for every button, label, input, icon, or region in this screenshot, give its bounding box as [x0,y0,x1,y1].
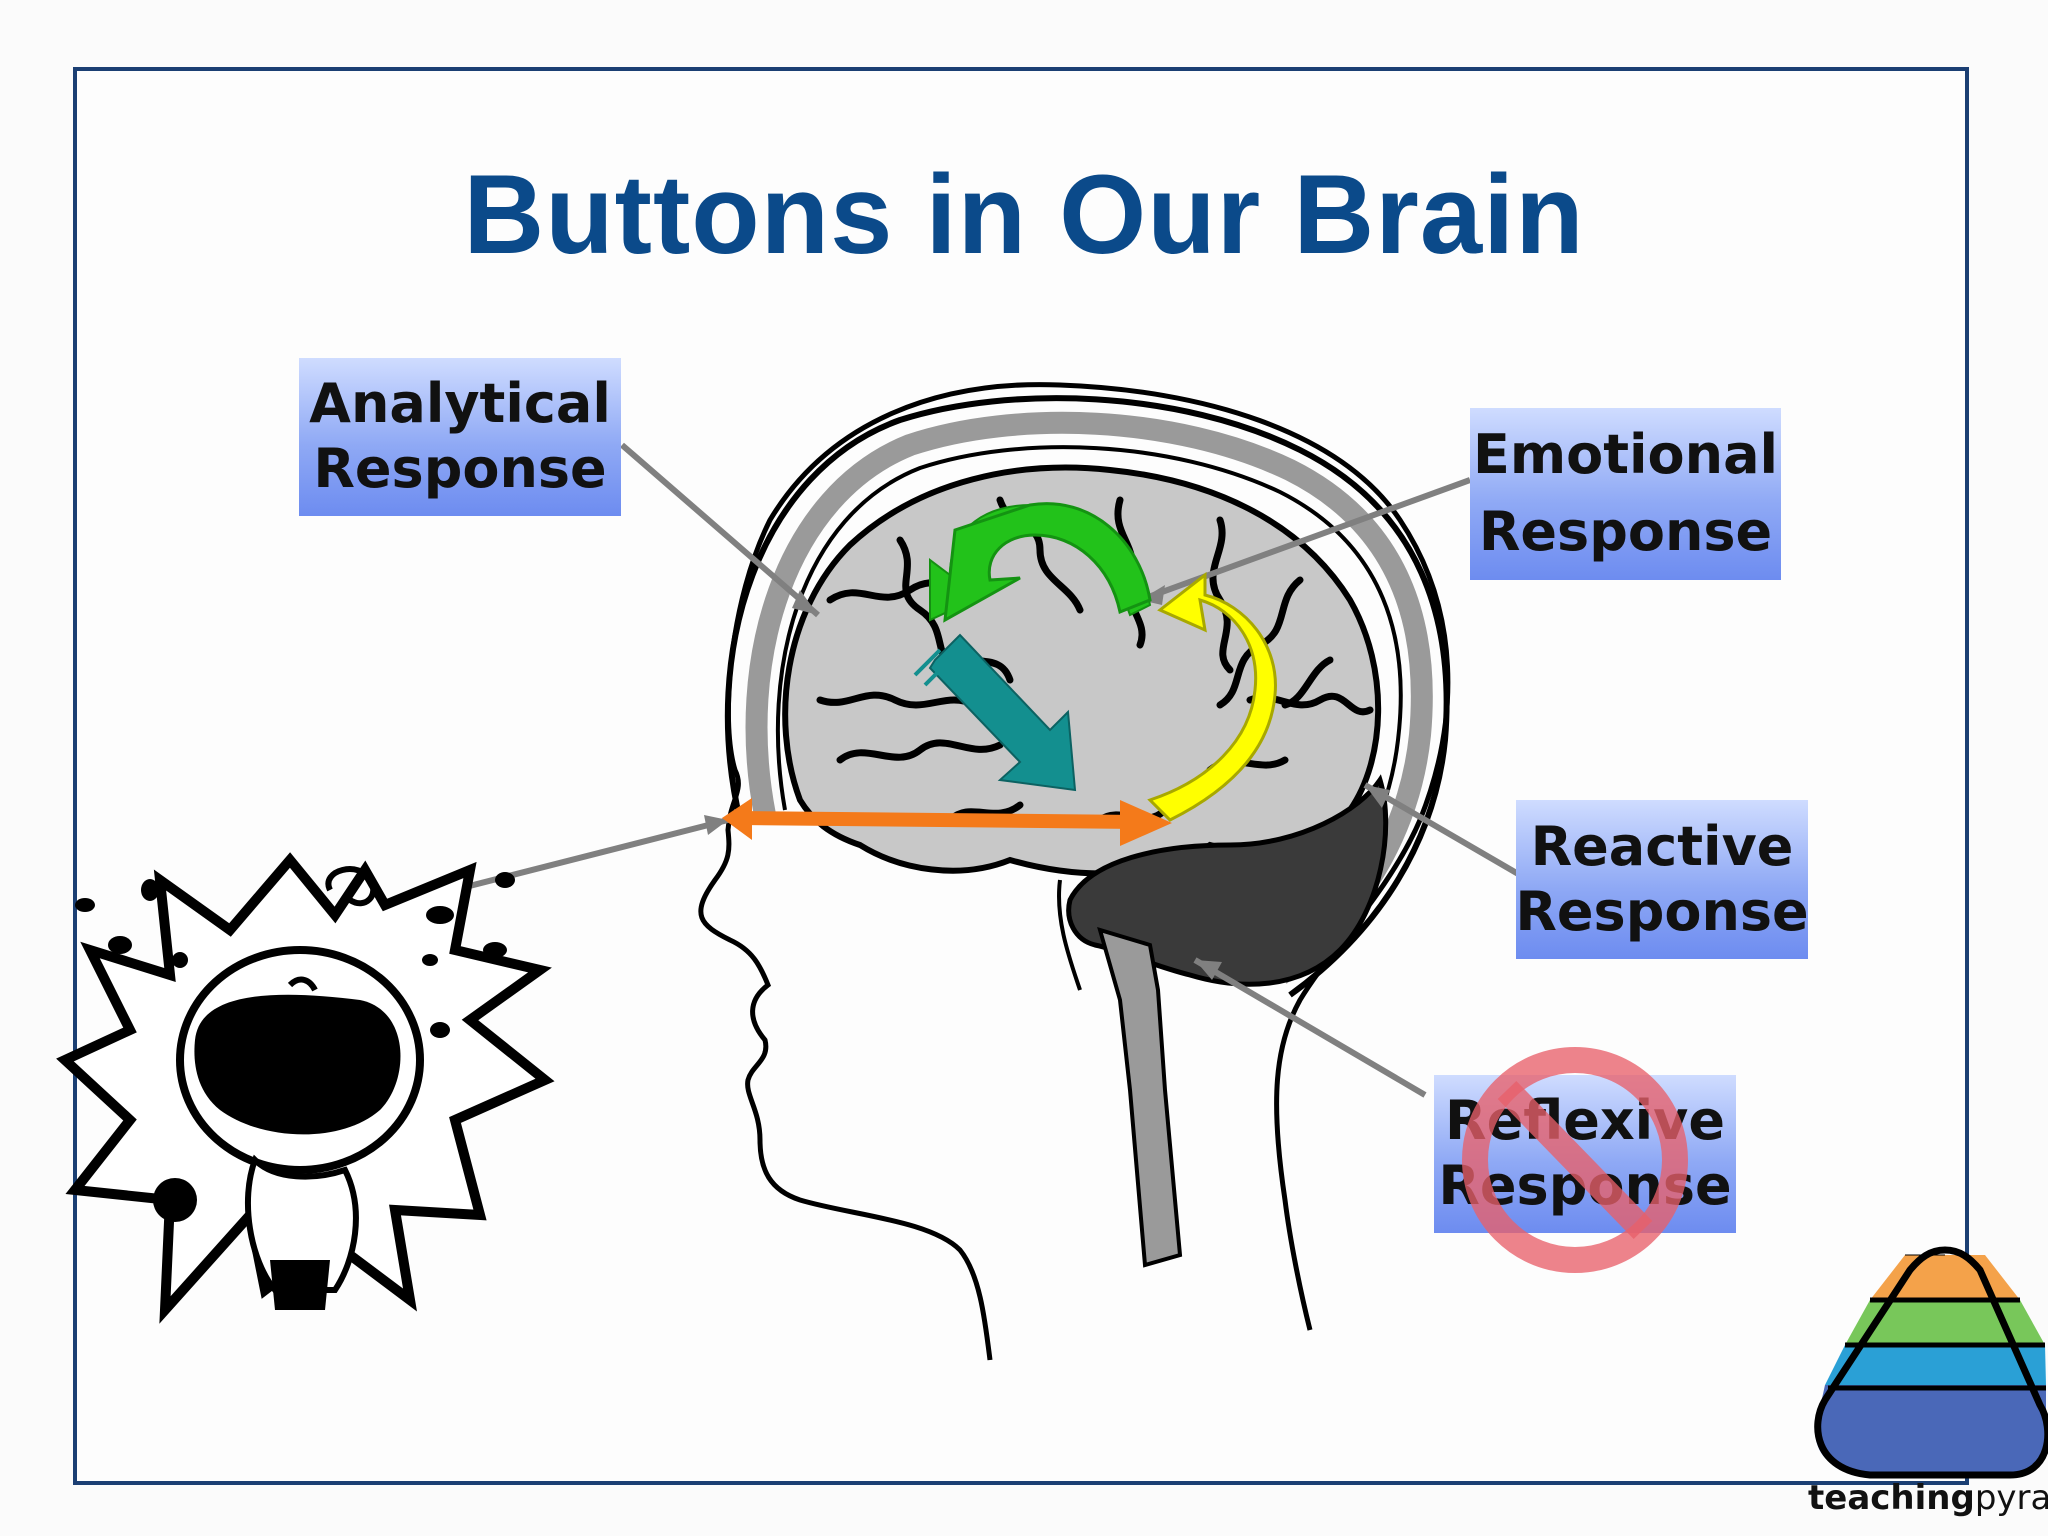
emotional-line1: Emotional [1472,423,1779,487]
logo-part2: pyramid [1974,1478,2048,1518]
orange-arrow [722,798,1172,846]
analytical-line2: Response [313,437,607,500]
slide-title: Buttons in Our Brain [463,152,1585,277]
connector-lines [394,442,1522,1098]
brain-stem [1097,927,1183,1268]
analytical-response-label: Analytical Response [299,358,621,516]
reactive-response-label: Reactive Response [1515,800,1809,959]
reactive-line1: Reactive [1530,814,1794,878]
teaching-pyramid-wordmark: teachingpyramid [1808,1478,2048,1518]
prohibited-icon [1462,1047,1688,1273]
skull-outer [724,395,1450,998]
green-arrow-body [943,502,1152,623]
yellow-arrow [1147,571,1277,822]
crying-child-icon [56,852,555,1324]
reactive-line2: Response [1515,879,1809,943]
logo-part1: teaching [1808,1478,1975,1518]
teaching-pyramid-logo [1814,1246,2048,1479]
skull-band [745,411,1433,984]
emotional-response-label: Emotional Response [1470,408,1781,580]
inner-neck [1057,879,1082,991]
analytical-line1: Analytical [309,372,611,436]
connector-arrowheads [704,585,1390,980]
teal-arrow [913,633,1077,792]
emotional-line2: Response [1478,500,1773,563]
